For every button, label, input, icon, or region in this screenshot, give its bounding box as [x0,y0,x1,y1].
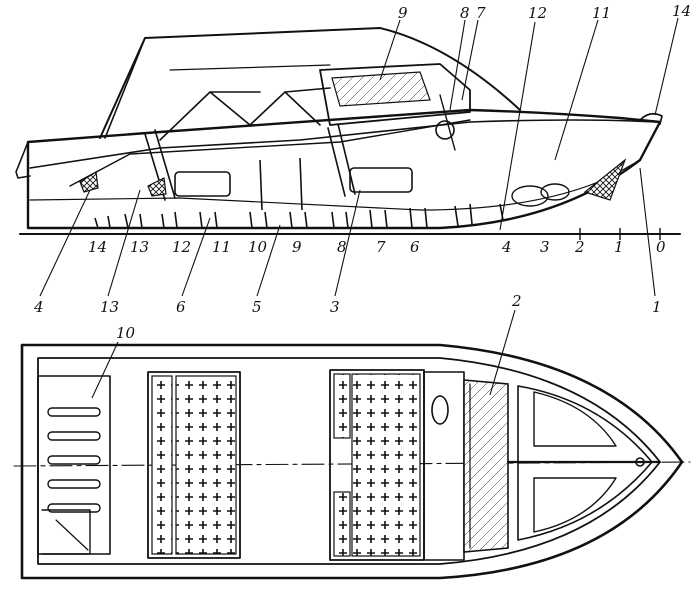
canopy-top [99,27,521,139]
callout-1-bottom: 1 [652,298,662,316]
station-2: 2 [574,238,585,256]
plan-callout-leaders [91,309,516,399]
canopy-bows [159,87,331,141]
plan-dashboard [423,371,465,561]
side-view: 14 13 12 11 10 9 8 7 6 4 3 2 1 0 4 13 6 … [15,2,691,316]
windshield-frame [319,63,471,126]
plan-front-seat-cushion [351,373,421,557]
station-14: 14 [88,238,107,256]
frames [94,157,504,229]
top-callout-row: 9 8 7 12 11 14 [398,2,691,22]
station-10: 10 [248,238,268,256]
callout-8-top: 8 [460,4,470,22]
plan-rear-seat-cushion [175,375,237,555]
station-11: 11 [212,238,231,256]
canopy-rear-drop [104,37,146,139]
bow-vent-mesh [583,158,627,201]
callout-6-bottom: 6 [176,298,186,316]
station-12: 12 [172,238,191,256]
callout-11-top: 11 [592,4,611,22]
cabin-deck-line [69,119,471,187]
plan-foredeck-hatch-lower [533,477,617,533]
callout-14-top: 14 [672,2,691,20]
canopy-seam [169,64,331,71]
fuel-tank-front [511,185,549,207]
bow-fitting [639,112,663,125]
plan-steering-wheel [431,395,449,425]
callout-13-bottom: 13 [100,298,119,316]
callout-3-bottom: 3 [330,298,340,316]
bottom-callout-row: 4 13 6 5 3 1 [33,298,662,316]
plan-front-seat-armrest-right [333,491,351,557]
rear-seat-cushion [174,171,231,197]
plan-view: 10 2 [13,292,691,580]
plan-bow-eye [635,457,645,467]
stern-hatch [41,509,91,555]
station-8: 8 [337,238,347,256]
station-ticks [579,228,661,240]
windshield-glass [331,71,431,107]
transom [15,141,31,179]
front-seat-back [327,123,356,197]
station-3: 3 [540,238,550,256]
callout-5-bottom: 5 [252,298,262,316]
callout-2-plan: 2 [511,292,522,310]
stern-hatch-diagonal [55,519,89,551]
station-1: 1 [614,238,624,256]
callout-7-top: 7 [476,4,486,22]
gunwale-line [29,119,659,169]
callout-4-bottom: 4 [33,298,44,316]
plan-foredeck-hatch-upper [533,391,617,447]
plan-rear-seat-frame [147,371,241,559]
station-0: 0 [656,238,666,256]
station-9: 9 [292,238,302,256]
deck-vent-slots [47,407,101,513]
station-7: 7 [376,238,386,256]
steering-wheel [435,120,455,140]
plan-callouts: 10 2 [116,292,522,342]
fuel-tank-rear [540,183,570,201]
callout-12-top: 12 [528,4,547,22]
station-number-row: 14 13 12 11 10 9 8 7 6 4 3 2 1 0 [88,238,666,256]
callout-9-top: 9 [398,4,408,22]
plan-rear-seat-back [151,375,173,555]
station-6: 6 [410,238,420,256]
stern-vent-left [79,170,99,193]
callout-10-plan: 10 [116,324,136,342]
station-13: 13 [130,238,149,256]
callout-leaders [39,17,679,297]
station-4: 4 [501,238,512,256]
stern-vent-right [147,177,167,197]
steering-column [439,94,456,151]
front-seat-cushion [349,167,413,193]
plan-front-seat-armrest-left [333,373,351,439]
